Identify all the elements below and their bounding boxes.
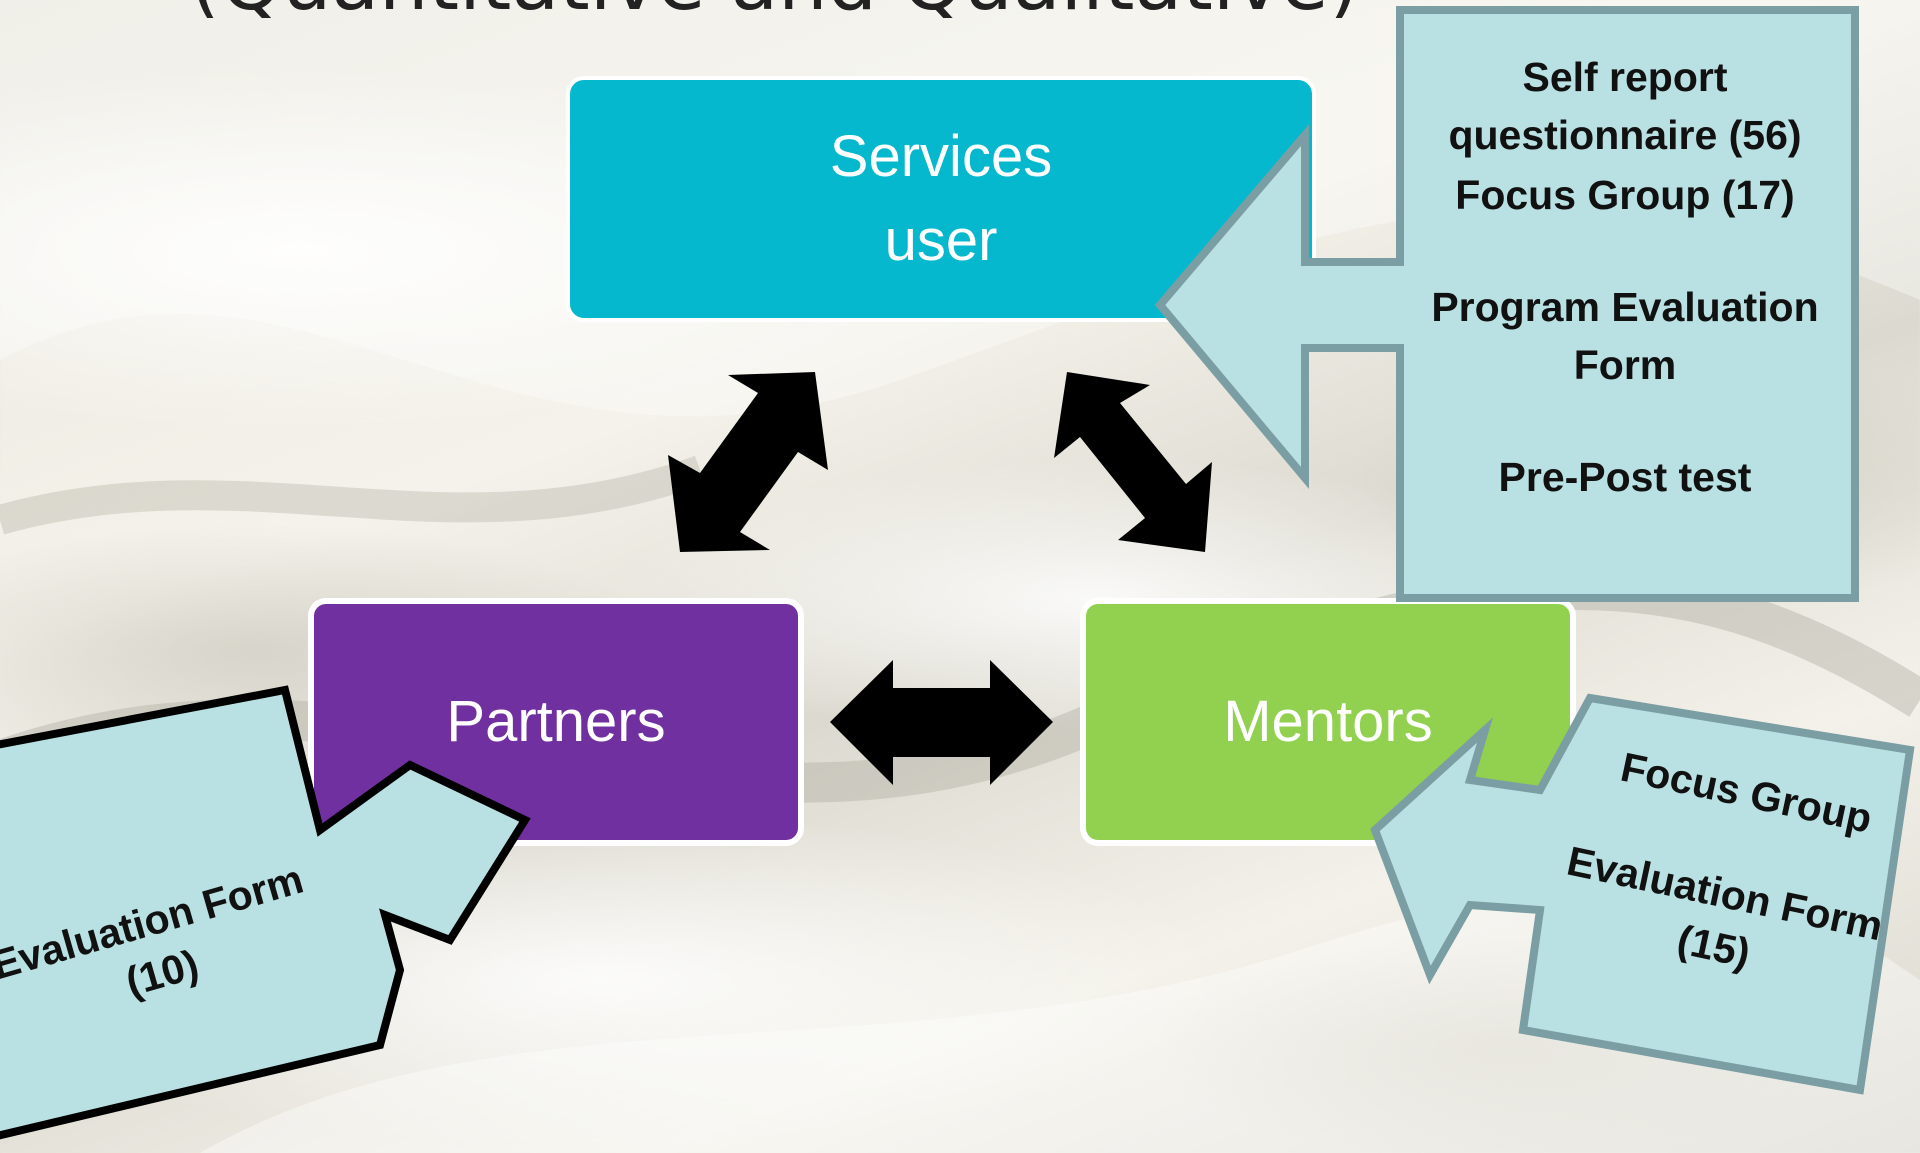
page-title-partial: (Quantitative and Qualitative) (190, 0, 1690, 18)
callout-services-item: Focus Group (17) (1455, 172, 1795, 218)
callout-partners-shape (0, 685, 531, 1140)
node-partners-label: Partners (446, 688, 666, 754)
node-services-line1: Services (829, 123, 1053, 189)
callout-services-item: Self report questionnaire (56) (1448, 54, 1802, 159)
callout-services-arrow-shape (1154, 6, 1859, 602)
node-mentors-label: Mentors (1223, 688, 1433, 754)
node-services-line2: user (884, 208, 998, 273)
callout-services-item: Pre-Post test (1498, 454, 1752, 500)
callout-services-item: Program Evaluation Form (1431, 284, 1819, 389)
double-arrow-icon (1054, 372, 1212, 552)
double-arrow-icon (668, 372, 828, 552)
callout-mentors-shape (1370, 693, 1915, 1095)
double-arrow-icon (830, 660, 1053, 785)
callout-services-list: Self report questionnaire (56) Focus Gro… (1395, 48, 1855, 506)
